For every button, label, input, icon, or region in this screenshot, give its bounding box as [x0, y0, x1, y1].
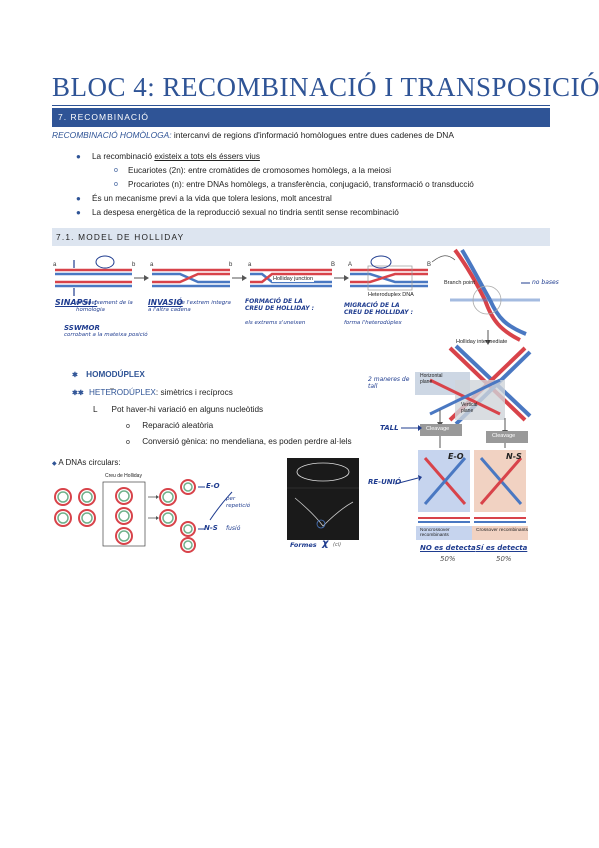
l-marker: L — [93, 405, 98, 414]
branch-point-label: Branch point — [444, 280, 475, 286]
bullet-list: ● La recombinació existeix a tots els és… — [52, 150, 550, 220]
definition: RECOMBINACIÓ HOMÒLOGA: intercanvi de reg… — [52, 130, 454, 140]
strand-label-a3: a — [248, 262, 252, 268]
step-invasion — [152, 268, 230, 288]
definition-term: RECOMBINACIÓ HOMÒLOGA: — [52, 130, 172, 140]
cleavage-label-2: Cleavage — [492, 433, 516, 439]
definition-text: intercanvi de regions d'informació homòl… — [171, 130, 454, 140]
vertical-plane-label: Vertical plane — [461, 402, 478, 414]
note-chi-sub: (ci) — [333, 542, 342, 548]
subsection-header: 7.1. MODEL DE HOLLIDAY — [52, 228, 550, 246]
note-dues-maneres: 2 maneres de tall — [368, 376, 410, 390]
note-sswmor-desc: corrobant a la mateixa posició — [64, 332, 148, 338]
bullet-icon: ● — [76, 194, 81, 203]
note-formacio: FORMACIÓ DE LA CREU DE HOLLIDAY : — [245, 298, 315, 312]
list-item: o Procariotes (n): entre DNAs homòlegs, … — [52, 178, 550, 192]
note-invasio: INVASIÓ — [148, 298, 183, 307]
list-item: o Reparació aleatòria — [126, 421, 214, 430]
circle-bullet-icon: o — [114, 181, 118, 188]
note-reunio: RE-UNIÓ — [368, 478, 402, 486]
note-tall: TALL — [380, 424, 399, 432]
circular-dna-heading: ◆ A DNAs circulars: — [52, 458, 121, 467]
strand-label-b1: b — [132, 262, 136, 268]
note-sinapsi: SINAPSI : — [55, 298, 98, 307]
branch-point-diagram — [450, 248, 540, 342]
holliday-intermediate-label: Holliday intermediate — [456, 339, 508, 345]
list-heteroduplex: ✱✱ HETERODÚPLEX: simètrics i recíprocs — [72, 388, 233, 397]
cleavage-label-1: Cleavage — [426, 426, 450, 432]
note-pct-2: 50% — [496, 555, 512, 563]
strand-label-a4: A — [348, 262, 353, 268]
note-ns-circular: N-S — [204, 524, 218, 532]
note-ns: N-S — [506, 452, 522, 461]
note-eo: E-O — [448, 452, 464, 461]
strand-label-a2: a — [150, 262, 154, 268]
note-no-detecta: NO es detecta — [420, 544, 476, 552]
list-item: o Eucariotes (2n): entre cromàtides de c… — [52, 164, 550, 178]
note-formes: Formes — [290, 541, 317, 549]
note-por-repeticio: per repetició — [226, 496, 251, 509]
noncrossover-products — [416, 517, 472, 540]
section-header: 7. RECOMBINACIÓ — [52, 108, 550, 127]
noncrossover-panel — [418, 450, 470, 512]
note-chi: χ — [322, 538, 329, 549]
crossover-label: Crossover recombinants — [476, 528, 528, 533]
circle-bullet-icon: o — [114, 167, 118, 174]
strand-label-b4: B — [427, 262, 432, 268]
bullet-icon: ● — [76, 152, 81, 161]
diamond-icon: ◆ — [52, 461, 57, 467]
double-star-icon: ✱✱ — [72, 390, 84, 397]
note-pct-1: 50% — [440, 555, 456, 563]
micrograph-drawing — [287, 462, 359, 529]
creu-holliday-label: Creu de Holliday — [105, 473, 142, 479]
cleavage-planes — [415, 372, 505, 420]
step-holliday-junction — [250, 268, 332, 288]
note-migracio-desc: forma l'heterodúplex — [344, 320, 402, 326]
list-variation: L Pot haver-hi variació en alguns nucleò… — [93, 405, 264, 414]
horizontal-plane-label: Horizontal plane — [420, 373, 443, 385]
list-item: ● És un mecanisme previ a la vida que to… — [52, 192, 550, 206]
note-formacio-desc: els extrems s'uneixen — [245, 320, 306, 326]
note-si-detecta: Sí es detecta — [476, 544, 528, 552]
list-item: ● La recombinació existeix a tots els és… — [52, 150, 550, 164]
holliday-junction-label: Holliday junction — [272, 276, 315, 282]
micrograph-image — [287, 458, 359, 540]
star-icon: ✱ — [72, 372, 78, 379]
note-migracio: MIGRACIÓ DE LA CREU DE HOLLIDAY : — [344, 302, 414, 316]
note-invasio-desc: de l'extrem integra a l'altra cadena — [148, 300, 231, 313]
note-eo-circular: E-O — [206, 482, 220, 490]
step-synapsis — [55, 255, 132, 296]
note-sswmor: SSWMOR — [64, 324, 100, 332]
strand-label-b3: B — [331, 262, 336, 268]
strand-label-b2: b — [229, 262, 233, 268]
circle-bullet-icon: o — [126, 439, 130, 446]
bullet-icon: ● — [76, 208, 81, 217]
page-title: BLOC 4: RECOMBINACIÓ I TRANSPOSICIÓ — [52, 72, 599, 102]
crossover-panel — [474, 450, 526, 512]
step-branch-migration — [350, 255, 428, 291]
list-homoduplex: ✱ HOMODÚPLEX — [72, 370, 145, 379]
heteroduplex-label: Heteroduplex DNA — [368, 292, 414, 298]
circle-bullet-icon: o — [126, 423, 130, 430]
list-item: ● La despesa energètica de la reproducci… — [52, 206, 550, 220]
title-divider — [52, 105, 550, 106]
strand-label-a1: a — [53, 262, 57, 268]
noncrossover-label: Noncrossover recombinants — [420, 528, 450, 538]
note-ns-fusio: fusió — [226, 525, 241, 532]
circular-dna-diagram — [54, 479, 233, 553]
list-item: o Conversió gènica: no mendeliana, es po… — [126, 437, 352, 446]
note-no-bases: no bases — [532, 279, 559, 286]
crossover-products — [472, 517, 528, 540]
note-sinapsi-desc: reconeixement de la homologia — [76, 300, 133, 313]
